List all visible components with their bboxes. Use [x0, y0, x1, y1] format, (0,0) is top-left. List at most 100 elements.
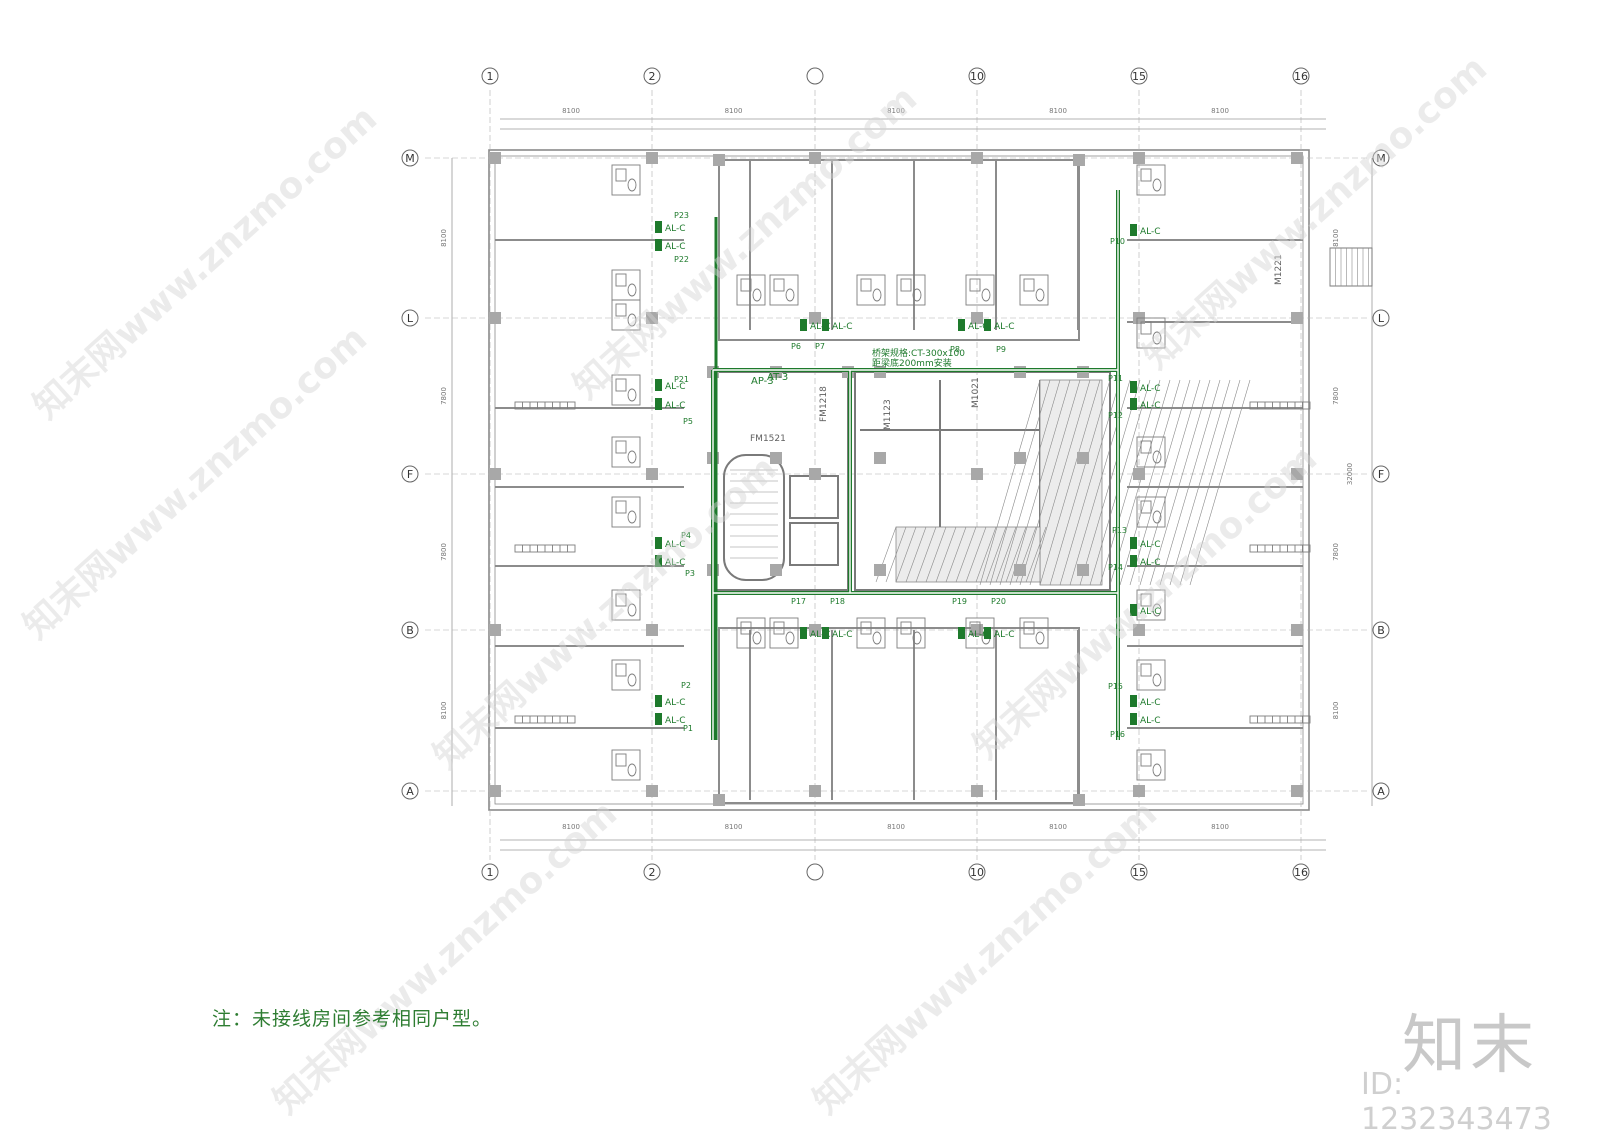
hatch-line [1169, 379, 1231, 586]
hatch-line [935, 526, 957, 583]
column-axis-bubble [806, 67, 824, 85]
bathroom-fixture [965, 274, 995, 306]
fm1218-label: FM1218 [819, 386, 829, 422]
column-axis-bubble: 1 [481, 863, 499, 881]
distribution-panel: AL-C [800, 627, 831, 640]
column-axis-bubble: 1 [481, 67, 499, 85]
row-axis-bubble: M [401, 149, 419, 167]
bathroom-fixture [611, 749, 641, 781]
hatch-line [1025, 526, 1047, 583]
panel-label: AL-C [1140, 384, 1161, 394]
column-dimension: 8100 [1049, 107, 1067, 115]
panel-label: AL-C [994, 322, 1015, 332]
column-square [1133, 468, 1145, 480]
hatch-line [1139, 379, 1201, 586]
hatch-line [945, 526, 967, 583]
circuit-label: P8 [950, 345, 960, 354]
column-square [971, 785, 983, 797]
bathroom-fixtures [514, 164, 1311, 781]
column-axis-bubble: 15 [1130, 863, 1148, 881]
brand-logo: 知末 [1402, 1009, 1538, 1083]
hatch-line [955, 526, 977, 583]
panel-label: AL-C [1140, 607, 1161, 617]
window-unit [514, 715, 576, 724]
distribution-panel: AL-C [655, 713, 686, 726]
distribution-panel: AL-C [1130, 398, 1161, 411]
hatch-line [975, 526, 997, 583]
hatch-line [989, 379, 1051, 586]
row-dimension: 7800 [440, 387, 448, 405]
panel-label: AL-C [665, 716, 686, 726]
column-axis-bubble: 15 [1130, 67, 1148, 85]
bathroom-fixture [1136, 659, 1166, 691]
hatch-line [885, 526, 907, 583]
hatch-line [1009, 379, 1071, 586]
column-axis-label: 16 [1294, 866, 1308, 879]
column-square [646, 624, 658, 636]
grid-lines [425, 90, 1370, 860]
panel-label: AL-C [1140, 698, 1161, 708]
column-axis-label: 2 [649, 70, 656, 83]
row-dimension: 8100 [440, 702, 448, 720]
bathroom-fixture [611, 164, 641, 196]
column-square [1291, 152, 1303, 164]
column-dimension: 8100 [725, 107, 743, 115]
bathroom-fixture [736, 617, 766, 649]
dimension-text: 8100810081008100810081008100810081008100… [440, 107, 1354, 831]
distribution-panel: AL-C [958, 627, 989, 640]
row-axis-label: B [406, 624, 414, 637]
row-axis-label: L [1378, 312, 1385, 325]
panel-label: AL-C [1140, 558, 1161, 568]
window-unit [514, 401, 576, 410]
distribution-panel: AL-C [1130, 604, 1161, 617]
column-square [489, 468, 501, 480]
distribution-panel: AL-C [958, 319, 989, 332]
column-square [646, 152, 658, 164]
hatch-line [995, 526, 1017, 583]
panel-label: AL-C [665, 382, 686, 392]
distribution-panel: AL-C [655, 221, 686, 234]
column-square [809, 624, 821, 636]
hatch-line [915, 526, 937, 583]
circuit-label: P6 [791, 342, 801, 351]
distribution-panel: AL-C [984, 627, 1015, 640]
column-square [1291, 468, 1303, 480]
column-square [713, 154, 725, 166]
row-axis-label: F [1378, 468, 1384, 481]
circuit-label: P17 [791, 597, 806, 606]
panel-label: AL-C [665, 224, 686, 234]
bathroom-fixture [1019, 274, 1049, 306]
column-axis-label: 10 [970, 866, 984, 879]
row-axis-bubble: M [1372, 149, 1390, 167]
column-square [1133, 624, 1145, 636]
column-square [646, 312, 658, 324]
column-axis-label: 1 [487, 866, 494, 879]
column-dimension: 8100 [725, 823, 743, 831]
panel-label: AL-C [832, 630, 853, 640]
row-dimension: 7800 [1332, 387, 1340, 405]
row-axis-label: A [406, 785, 414, 798]
row-axis-bubble: L [1372, 309, 1390, 327]
hatch-line [895, 526, 917, 583]
bathroom-fixture [1136, 436, 1166, 468]
column-square [489, 312, 501, 324]
circuit-label: P14 [1108, 563, 1123, 572]
column-axis-bubble: 16 [1292, 863, 1310, 881]
column-square [874, 452, 886, 464]
bathroom-fixture [856, 617, 886, 649]
column-square [1077, 452, 1089, 464]
panel-label: AL-C [665, 540, 686, 550]
panel-label: AL-C [665, 698, 686, 708]
hatch-line [999, 379, 1061, 586]
circuit-label: P20 [991, 597, 1006, 606]
row-axis-label: A [1377, 785, 1385, 798]
circuit-label: P7 [815, 342, 825, 351]
column-square [770, 564, 782, 576]
hatch-line [965, 526, 987, 583]
distribution-panel: AL-C [984, 319, 1015, 332]
hatch-line [979, 379, 1041, 586]
hatch-line [1029, 379, 1091, 586]
column-square [1014, 564, 1026, 576]
